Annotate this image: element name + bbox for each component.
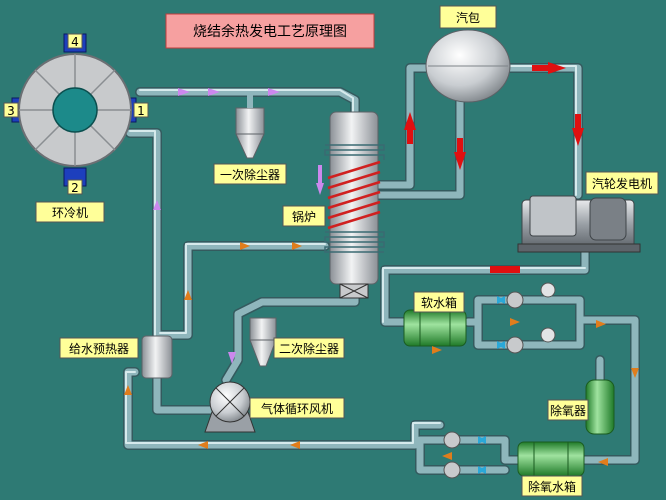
gas-arrow: [153, 200, 161, 210]
steam-drum: 汽包: [425, 5, 511, 103]
secondary-dust-collector: 二次除尘器: [249, 317, 345, 367]
steam-arrow: [454, 152, 466, 170]
pipes: [123, 63, 640, 475]
flow-arrows: [124, 62, 639, 466]
gas-arrow: [268, 88, 280, 96]
water-arrow: [442, 452, 452, 460]
circ-fan-label: 气体循环风机: [261, 401, 333, 416]
water-arrow: [631, 368, 639, 378]
secondary-dust-label: 二次除尘器: [279, 341, 339, 356]
gas-arrow: [178, 88, 190, 96]
turbine-label: 汽轮发电机: [592, 176, 652, 191]
water-arrow: [510, 318, 520, 326]
water-arrow: [432, 346, 442, 354]
water-arrow: [124, 385, 132, 395]
upper-pumps: [497, 282, 556, 354]
ring-cooler: 4 3 1 2 环冷机: [3, 33, 149, 223]
steam-arrow: [548, 62, 566, 74]
title-box: 烧结余热发电工艺原理图: [165, 13, 375, 49]
gas-arrow: [228, 352, 236, 364]
cooler-port-4: 4: [71, 35, 79, 49]
deaerator: 除氧器: [547, 379, 615, 435]
cooler-port-3: 3: [7, 104, 15, 118]
water-arrow: [598, 458, 608, 466]
primary-dust-label: 一次除尘器: [220, 167, 280, 182]
feed-preheater-label: 给水预热器: [69, 342, 129, 356]
primary-dust-collector: 一次除尘器: [213, 95, 287, 185]
diagram-title: 烧结余热发电工艺原理图: [193, 23, 347, 40]
steam-drum-label: 汽包: [456, 10, 480, 25]
water-arrow: [596, 320, 606, 328]
soft-tank-label: 软水箱: [421, 295, 457, 310]
circulation-fan: 气体循环风机: [204, 381, 345, 433]
water-arrow: [290, 441, 300, 449]
boiler: 锅炉: [282, 111, 385, 299]
feed-water-preheater: 给水预热器: [59, 335, 173, 379]
gas-arrow: [316, 183, 324, 195]
steam-arrow: [572, 128, 584, 146]
soft-water-tank: 软水箱: [403, 291, 467, 347]
water-arrow: [198, 441, 208, 449]
deaerator-label: 除氧器: [550, 403, 586, 418]
turbine-generator: 汽轮发电机: [517, 171, 659, 253]
lower-pumps: [443, 431, 486, 479]
water-arrow: [292, 242, 302, 250]
boiler-label: 锅炉: [292, 209, 316, 224]
cooler-port-2: 2: [71, 181, 79, 195]
deaerated-water-tank: 除氧水箱: [517, 441, 585, 497]
cooler-label: 环冷机: [52, 206, 88, 220]
cooler-port-1: 1: [137, 104, 145, 118]
water-arrow: [240, 242, 250, 250]
water-arrow: [184, 290, 192, 300]
steam-arrow: [404, 112, 416, 130]
deaerated-tank-label: 除氧水箱: [528, 479, 576, 494]
gas-arrow: [208, 88, 220, 96]
